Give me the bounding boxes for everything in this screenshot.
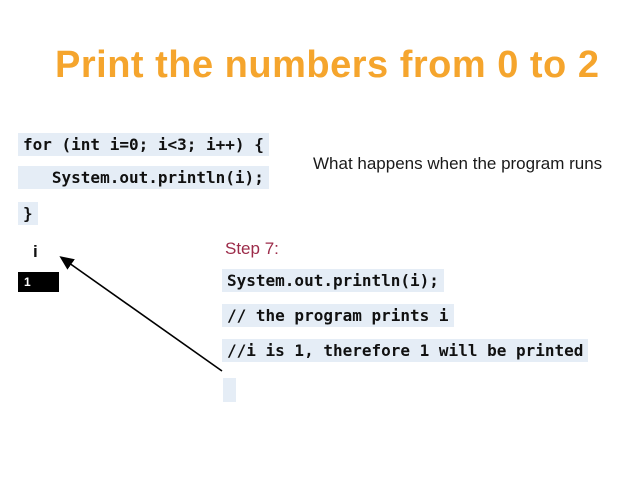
- variable-value-box: 1: [18, 272, 59, 292]
- variable-name-label: i: [33, 242, 38, 261]
- step-label: Step 7:: [225, 239, 279, 258]
- step-comment-i-is-1: //i is 1, therefore 1 will be printed: [222, 339, 589, 362]
- step-code-println: System.out.println(i);: [222, 269, 444, 292]
- code-line-closing-brace: }: [18, 202, 38, 225]
- code-line-println: System.out.println(i);: [18, 166, 269, 189]
- step-comment-prints-i: // the program prints i: [222, 304, 454, 327]
- empty-highlight-box: [223, 378, 236, 402]
- code-line-for-loop: for (int i=0; i<3; i++) {: [18, 133, 269, 156]
- annotation-text: What happens when the program runs: [313, 154, 603, 173]
- slide-title: Print the numbers from 0 to 2: [55, 44, 600, 86]
